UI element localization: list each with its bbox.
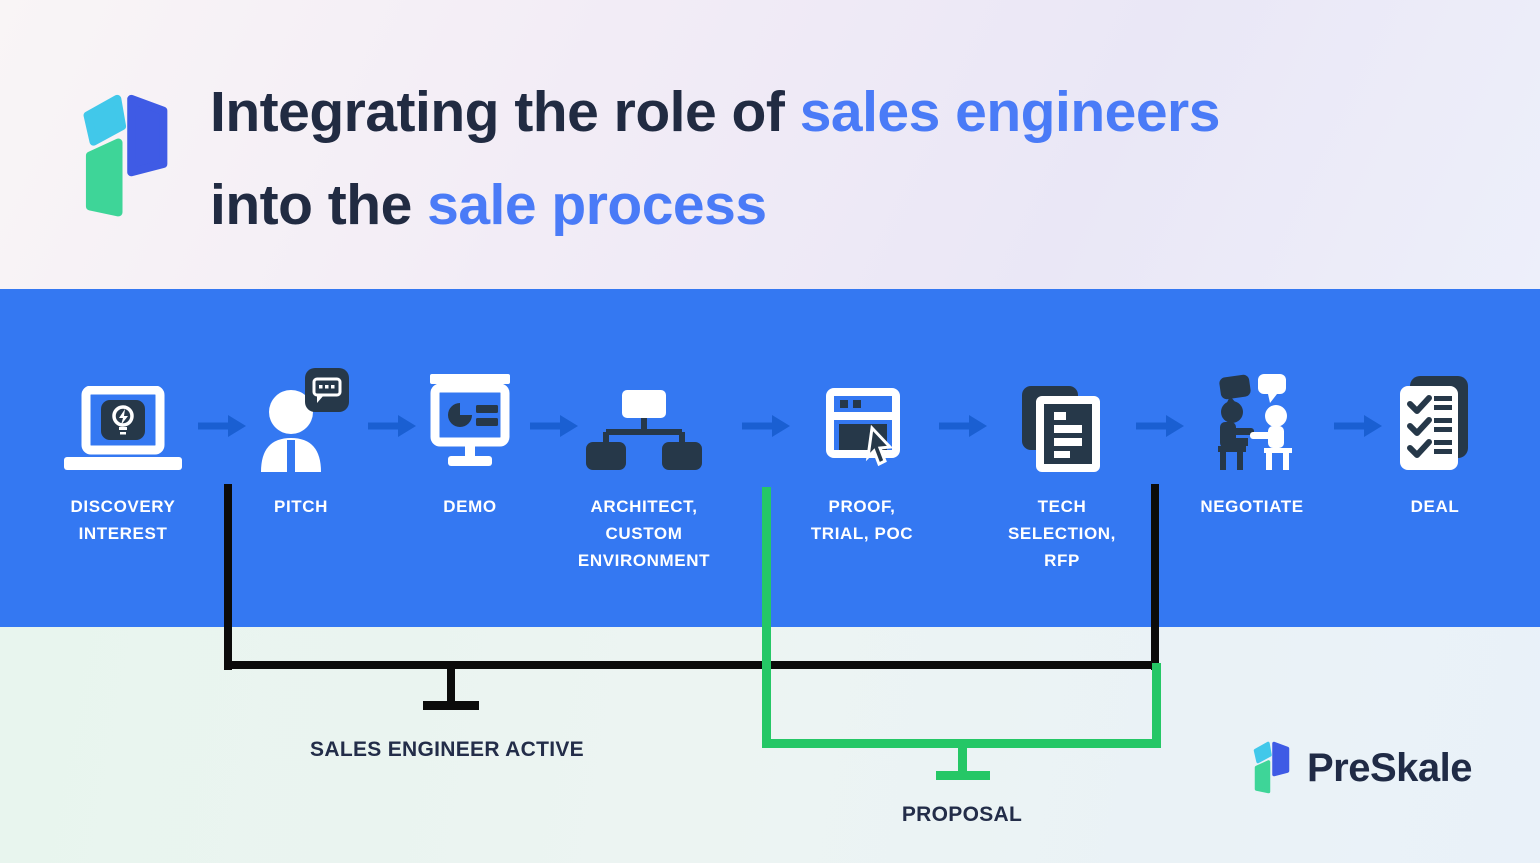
- step-proof-trial-poc: PROOF, TRIAL, POC: [746, 384, 978, 547]
- step-pitch: PITCH: [185, 368, 417, 520]
- title-line-2-normal: into the: [210, 173, 428, 237]
- step-deal: DEAL: [1319, 376, 1540, 520]
- brand-name: PreSkale: [1307, 746, 1473, 790]
- checklist-icon: [1400, 376, 1468, 470]
- step-architect-custom-environment: ARCHITECT, CUSTOM ENVIRONMENT: [528, 384, 760, 574]
- step-label: DEMO: [443, 497, 497, 516]
- browser-cursor-icon: [826, 388, 900, 467]
- page-title: Integrating the role of sales engineers …: [210, 66, 1220, 252]
- step-label: DEAL: [1410, 497, 1460, 516]
- preskale-logo-mark-icon: [83, 94, 168, 217]
- step-label: PROOF, TRIAL, POC: [810, 497, 914, 543]
- step-negotiate: NEGOTIATE: [1136, 374, 1368, 520]
- flow-arrow-icon: [530, 415, 578, 437]
- title-line-2-accent: sale process: [427, 173, 767, 237]
- document-stack-icon: [1022, 386, 1100, 472]
- two-people-talking-icon: [1218, 374, 1292, 470]
- org-structure-icon: [586, 390, 702, 470]
- step-tech-selection-rfp: TECH SELECTION, RFP: [946, 384, 1178, 574]
- preskale-footer-logo: PreSkale: [1248, 736, 1473, 801]
- title-line-1-normal: Integrating the role of: [210, 80, 800, 144]
- proposal-label: PROPOSAL: [901, 803, 1023, 826]
- title-line-1: Integrating the role of sales engineers: [210, 66, 1220, 159]
- step-discovery-interest: DISCOVERY INTEREST: [7, 384, 239, 547]
- flow-arrow-icon: [1136, 415, 1184, 437]
- step-label: PITCH: [274, 497, 328, 516]
- preskale-logo-mark-icon: [1253, 741, 1290, 794]
- laptop-idea-icon: [64, 386, 182, 470]
- step-label: DISCOVERY INTEREST: [70, 497, 176, 543]
- header: Integrating the role of sales engineers …: [0, 0, 1540, 289]
- title-line-1-accent: sales engineers: [799, 80, 1221, 144]
- step-label: TECH SELECTION, RFP: [1007, 497, 1116, 570]
- flow-arrow-icon: [368, 415, 416, 437]
- flow-arrow-icon: [198, 415, 246, 437]
- flow-arrow-icon: [1334, 415, 1382, 437]
- title-line-2: into the sale process: [210, 159, 1220, 252]
- flow-arrow-icon: [742, 415, 790, 437]
- step-label: ARCHITECT, CUSTOM ENVIRONMENT: [577, 497, 711, 570]
- flow-arrow-icon: [939, 415, 987, 437]
- presenter-speech-icon: [261, 368, 349, 472]
- sales-engineer-active-label: SALES ENGINEER ACTIVE: [310, 738, 584, 761]
- step-label: NEGOTIATE: [1200, 497, 1304, 516]
- step-demo: DEMO: [354, 374, 586, 520]
- presentation-chart-icon: [430, 374, 510, 466]
